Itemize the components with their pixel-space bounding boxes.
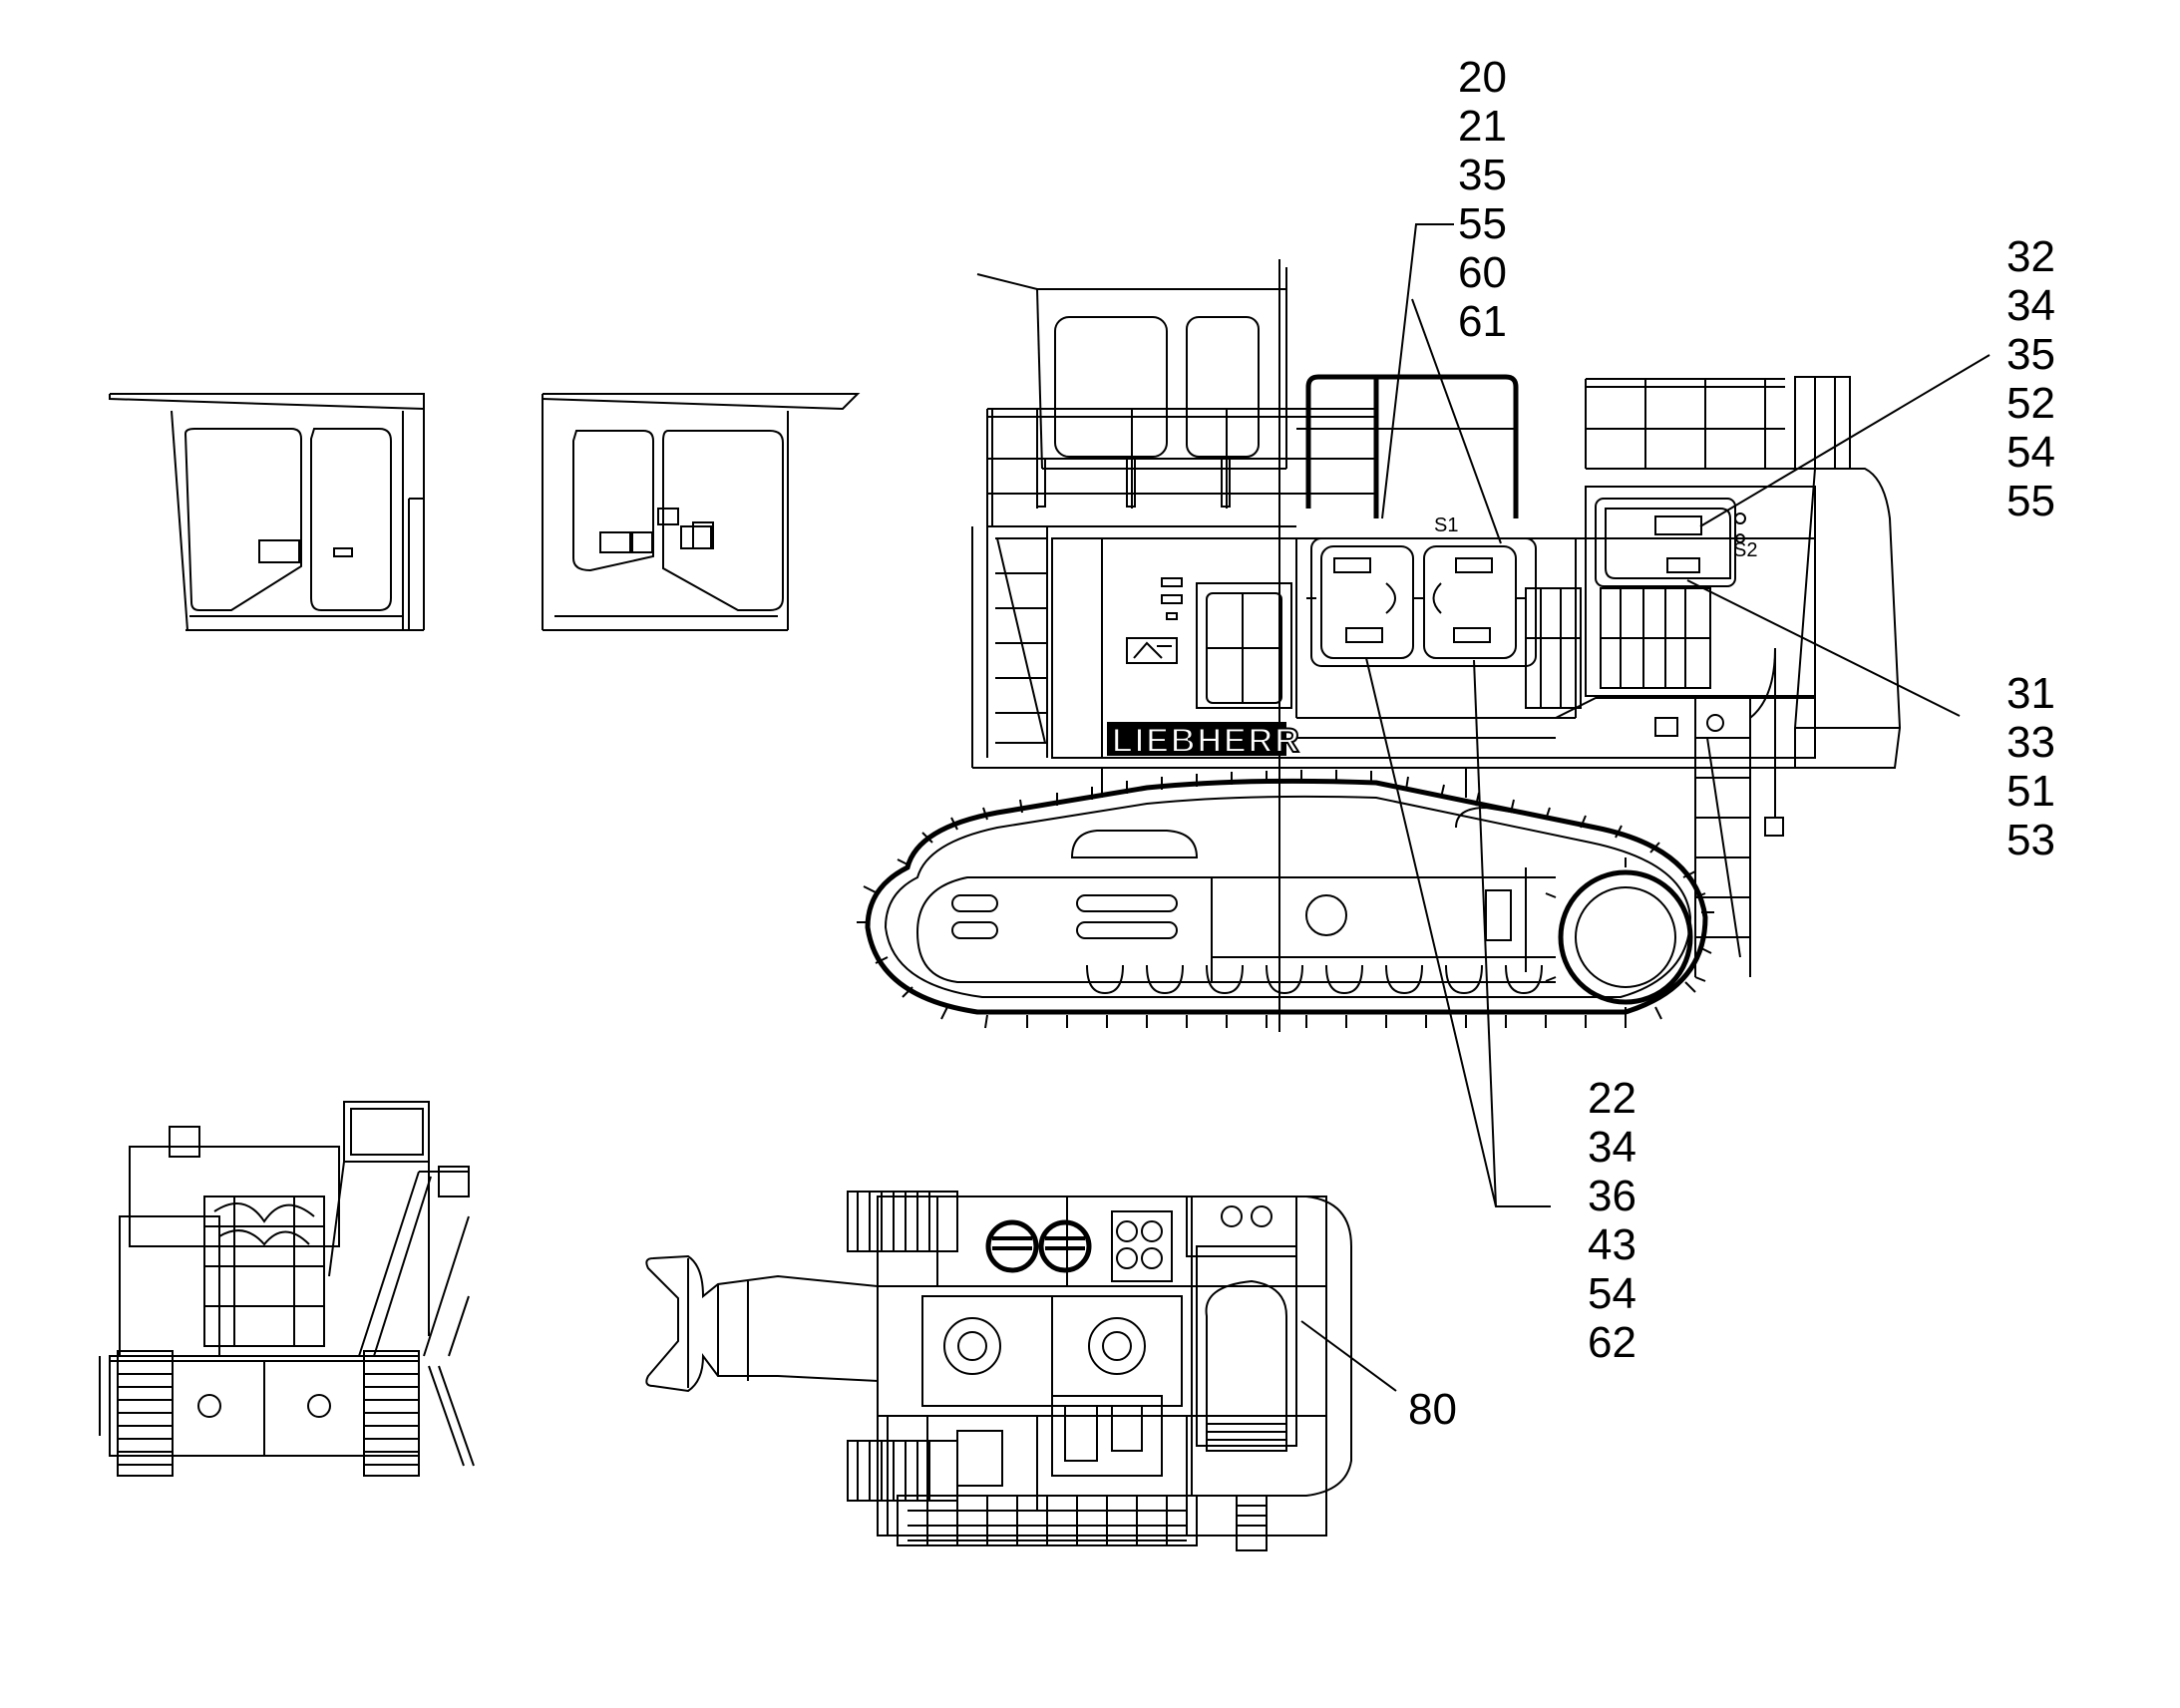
callout-label: 22 — [1588, 1074, 1636, 1123]
callout-label: 36 — [1588, 1172, 1636, 1220]
callout-label: 55 — [2006, 477, 2055, 525]
leader-line — [1365, 657, 1551, 1207]
callout-label: 31 — [2006, 669, 2055, 718]
callout-group-bottom: 22 34 36 43 54 62 — [1588, 1074, 1636, 1367]
callout-group-top-view: 80 — [1408, 1385, 1457, 1434]
leader-line — [1699, 354, 1991, 527]
callout-label: 54 — [1588, 1269, 1636, 1318]
callout-group-right-upper: 32 34 35 52 54 55 — [2006, 232, 2055, 525]
callout-label: 52 — [2006, 379, 2055, 428]
callout-label: 32 — [2006, 232, 2055, 281]
leader-line — [1411, 298, 1502, 544]
cab-view-left — [109, 393, 425, 631]
excavator-top-view — [645, 1191, 1352, 1551]
callout-label: 61 — [1458, 297, 1507, 346]
callout-label: 20 — [1458, 53, 1507, 102]
callout-label: 60 — [1458, 248, 1507, 297]
marker-s1: S1 — [1434, 514, 1458, 536]
excavator-rear-view — [99, 1101, 475, 1477]
callout-label: 34 — [2006, 281, 2055, 330]
leader-line — [1300, 1320, 1397, 1392]
callout-label: 62 — [1588, 1318, 1636, 1367]
brand-logo: LIEBHERR — [1112, 722, 1301, 760]
callout-label: 80 — [1408, 1385, 1457, 1434]
callout-label: 55 — [1458, 199, 1507, 248]
callout-label: 21 — [1458, 102, 1507, 151]
callout-label: 43 — [1588, 1220, 1636, 1269]
callout-label: 33 — [2006, 718, 2055, 767]
callout-label: 35 — [2006, 330, 2055, 379]
excavator-side-view: S1 S2 — [857, 259, 1902, 1032]
callout-label: 51 — [2006, 767, 2055, 816]
callout-group-top: 20 21 35 55 60 61 — [1458, 53, 1507, 346]
callout-group-right-lower: 31 33 51 53 — [2006, 669, 2055, 864]
callout-label: 35 — [1458, 151, 1507, 199]
callout-label: 54 — [2006, 428, 2055, 477]
callout-label: 53 — [2006, 816, 2055, 864]
cab-view-right — [542, 393, 861, 631]
callout-label: 34 — [1588, 1123, 1636, 1172]
leader-line — [1381, 223, 1454, 519]
marker-s2: S2 — [1733, 539, 1757, 561]
leader-line — [1686, 579, 1961, 717]
track-rollers — [1086, 964, 1543, 995]
